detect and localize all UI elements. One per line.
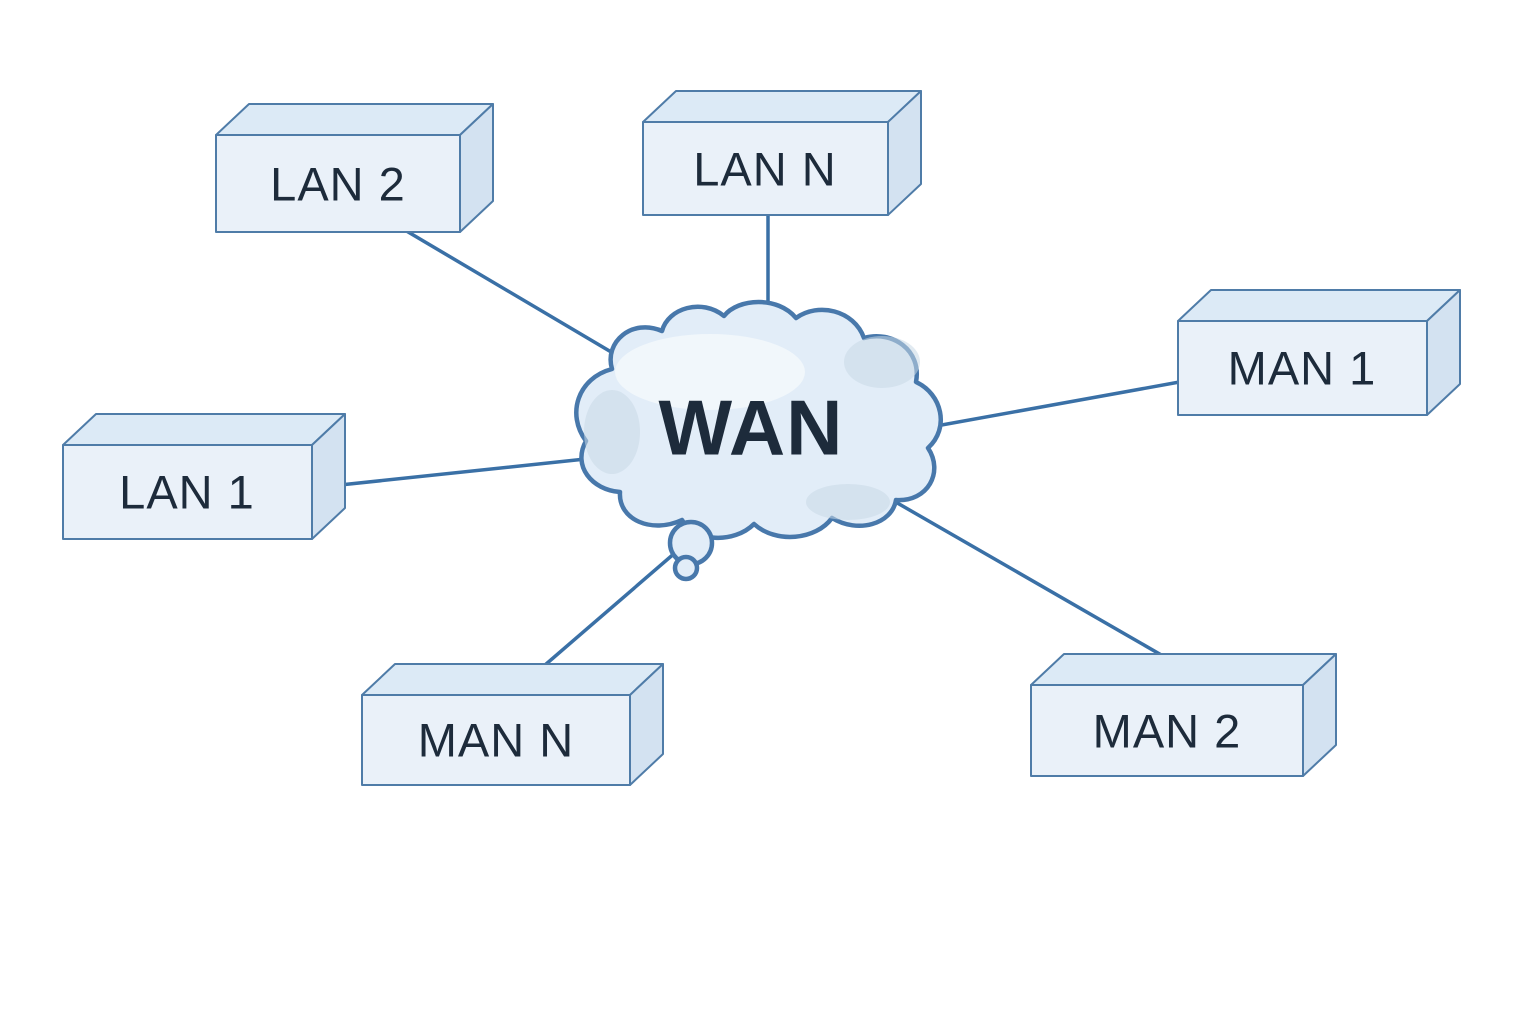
box-front-face <box>1030 684 1304 777</box>
cloud-shade-left <box>584 390 640 474</box>
node-box-man2 <box>1030 653 1337 777</box>
box-front-face <box>1177 320 1428 416</box>
box-top-face <box>642 90 922 123</box>
cloud-highlight <box>615 334 805 410</box>
cloud-shade-top-right <box>844 336 920 388</box>
box-top-face <box>1177 289 1461 322</box>
connector-wan-lan1 <box>338 456 597 487</box>
box-front-face <box>361 694 631 786</box>
box-front-face <box>215 134 461 233</box>
node-box-mann <box>361 663 664 786</box>
cloud-tail-bubble-small <box>672 554 700 582</box>
node-box-lan1 <box>62 413 346 540</box>
box-top-face <box>1030 653 1337 686</box>
box-top-face <box>215 103 494 136</box>
connector-wan-man1 <box>923 379 1187 430</box>
node-box-lan2 <box>215 103 494 233</box>
node-box-lann <box>642 90 922 216</box>
box-top-face <box>361 663 664 696</box>
node-box-man1 <box>1177 289 1461 416</box>
connector-wan-man2 <box>878 491 1172 662</box>
connectors <box>338 208 1187 667</box>
box-top-face <box>62 413 346 446</box>
wan-cloud <box>574 299 944 582</box>
cloud-shade-bottom-right <box>806 484 890 520</box>
connector-wan-lan2 <box>396 224 647 374</box>
connector-wan-mann <box>543 550 678 667</box>
box-front-face <box>62 444 313 540</box>
box-front-face <box>642 121 889 216</box>
